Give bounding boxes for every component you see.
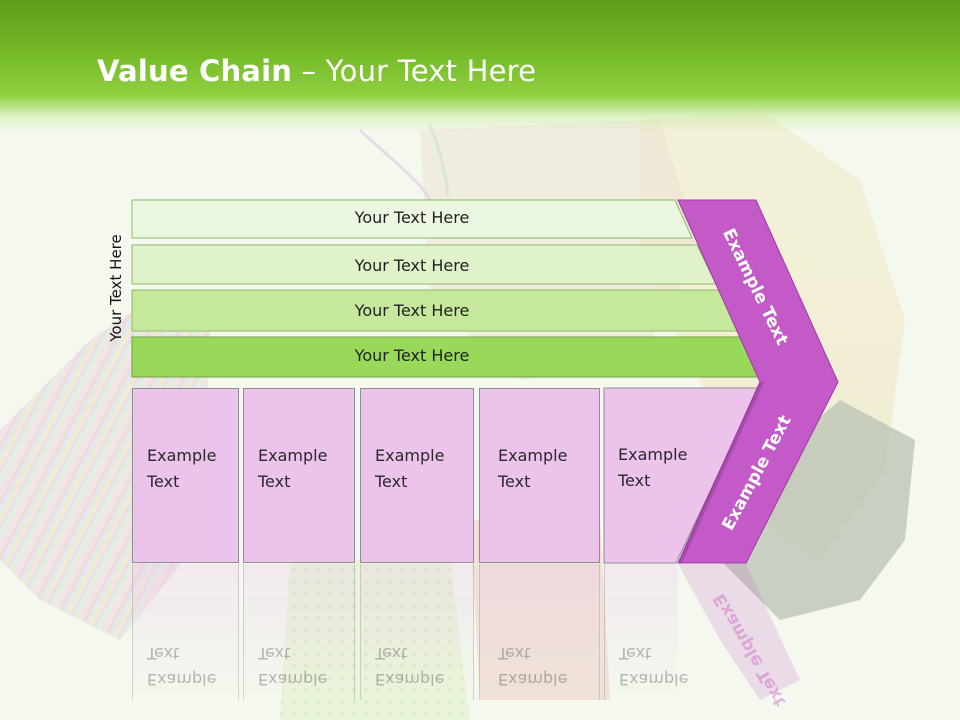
reflection-line-1: Example bbox=[619, 670, 689, 689]
slide-title: Value Chain – Your Text Here bbox=[97, 54, 536, 88]
box-line-1: Example bbox=[618, 445, 688, 464]
reflection-line-2: Text bbox=[375, 644, 408, 663]
reflection-text: Example Text bbox=[498, 640, 567, 692]
primary-box-1: Example Text bbox=[132, 388, 239, 563]
reflection-text: Example Text bbox=[258, 640, 327, 692]
primary-box-2-text: Example Text bbox=[258, 443, 327, 495]
reflection-text: Example Text bbox=[147, 640, 216, 692]
primary-box-4: Example Text bbox=[479, 388, 600, 563]
title-rest: – Your Text Here bbox=[292, 54, 537, 88]
box-line-2: Text bbox=[498, 472, 531, 491]
reflection-box-3: Example Text bbox=[360, 564, 474, 700]
primary-box-1-text: Example Text bbox=[147, 443, 216, 495]
bar-label-2: Your Text Here bbox=[354, 256, 470, 275]
reflection-line-1: Example bbox=[375, 670, 445, 689]
primary-box-5: Example Text bbox=[604, 388, 754, 563]
primary-box-3: Example Text bbox=[360, 388, 474, 563]
primary-box-5-shape bbox=[603, 387, 760, 564]
box-line-1: Example bbox=[147, 446, 217, 465]
reflection-line-2: Text bbox=[498, 644, 531, 663]
reflection-line-2: Text bbox=[619, 644, 652, 663]
chevron-reflection bbox=[678, 564, 800, 700]
reflection-text: Example Text bbox=[375, 640, 444, 692]
primary-box-2: Example Text bbox=[243, 388, 355, 563]
box-line-1: Example bbox=[375, 446, 445, 465]
bar-label-3: Your Text Here bbox=[354, 301, 470, 320]
reflection-box-1: Example Text bbox=[132, 564, 239, 700]
reflection-box-2: Example Text bbox=[243, 564, 355, 700]
margin-chevron bbox=[677, 199, 839, 564]
support-bar-1 bbox=[131, 199, 693, 239]
title-bold: Value Chain bbox=[97, 54, 293, 88]
reflection-line-1: Example bbox=[258, 670, 328, 689]
box-line-1: Example bbox=[498, 446, 568, 465]
box-line-1: Example bbox=[258, 446, 328, 465]
reflection-text: Example Text bbox=[619, 640, 688, 692]
reflection-line-2: Text bbox=[258, 644, 291, 663]
header-band bbox=[0, 0, 960, 132]
bar-label-1: Your Text Here bbox=[354, 208, 470, 227]
reflection-box-4: Example Text bbox=[479, 564, 600, 700]
reflection-line-1: Example bbox=[147, 670, 217, 689]
box-line-2: Text bbox=[147, 472, 180, 491]
box-line-2: Text bbox=[375, 472, 408, 491]
primary-box-4-text: Example Text bbox=[498, 443, 567, 495]
box-line-2: Text bbox=[618, 471, 651, 490]
reflection-line-1: Example bbox=[498, 670, 568, 689]
chevron-shadow bbox=[678, 382, 764, 563]
primary-box-5-text: Example Text bbox=[618, 442, 687, 494]
primary-box-3-text: Example Text bbox=[375, 443, 444, 495]
reflection-line-2: Text bbox=[147, 644, 180, 663]
reflection-box-5: Example Text bbox=[604, 564, 688, 700]
bar-label-4: Your Text Here bbox=[354, 346, 470, 365]
box-line-2: Text bbox=[258, 472, 291, 491]
